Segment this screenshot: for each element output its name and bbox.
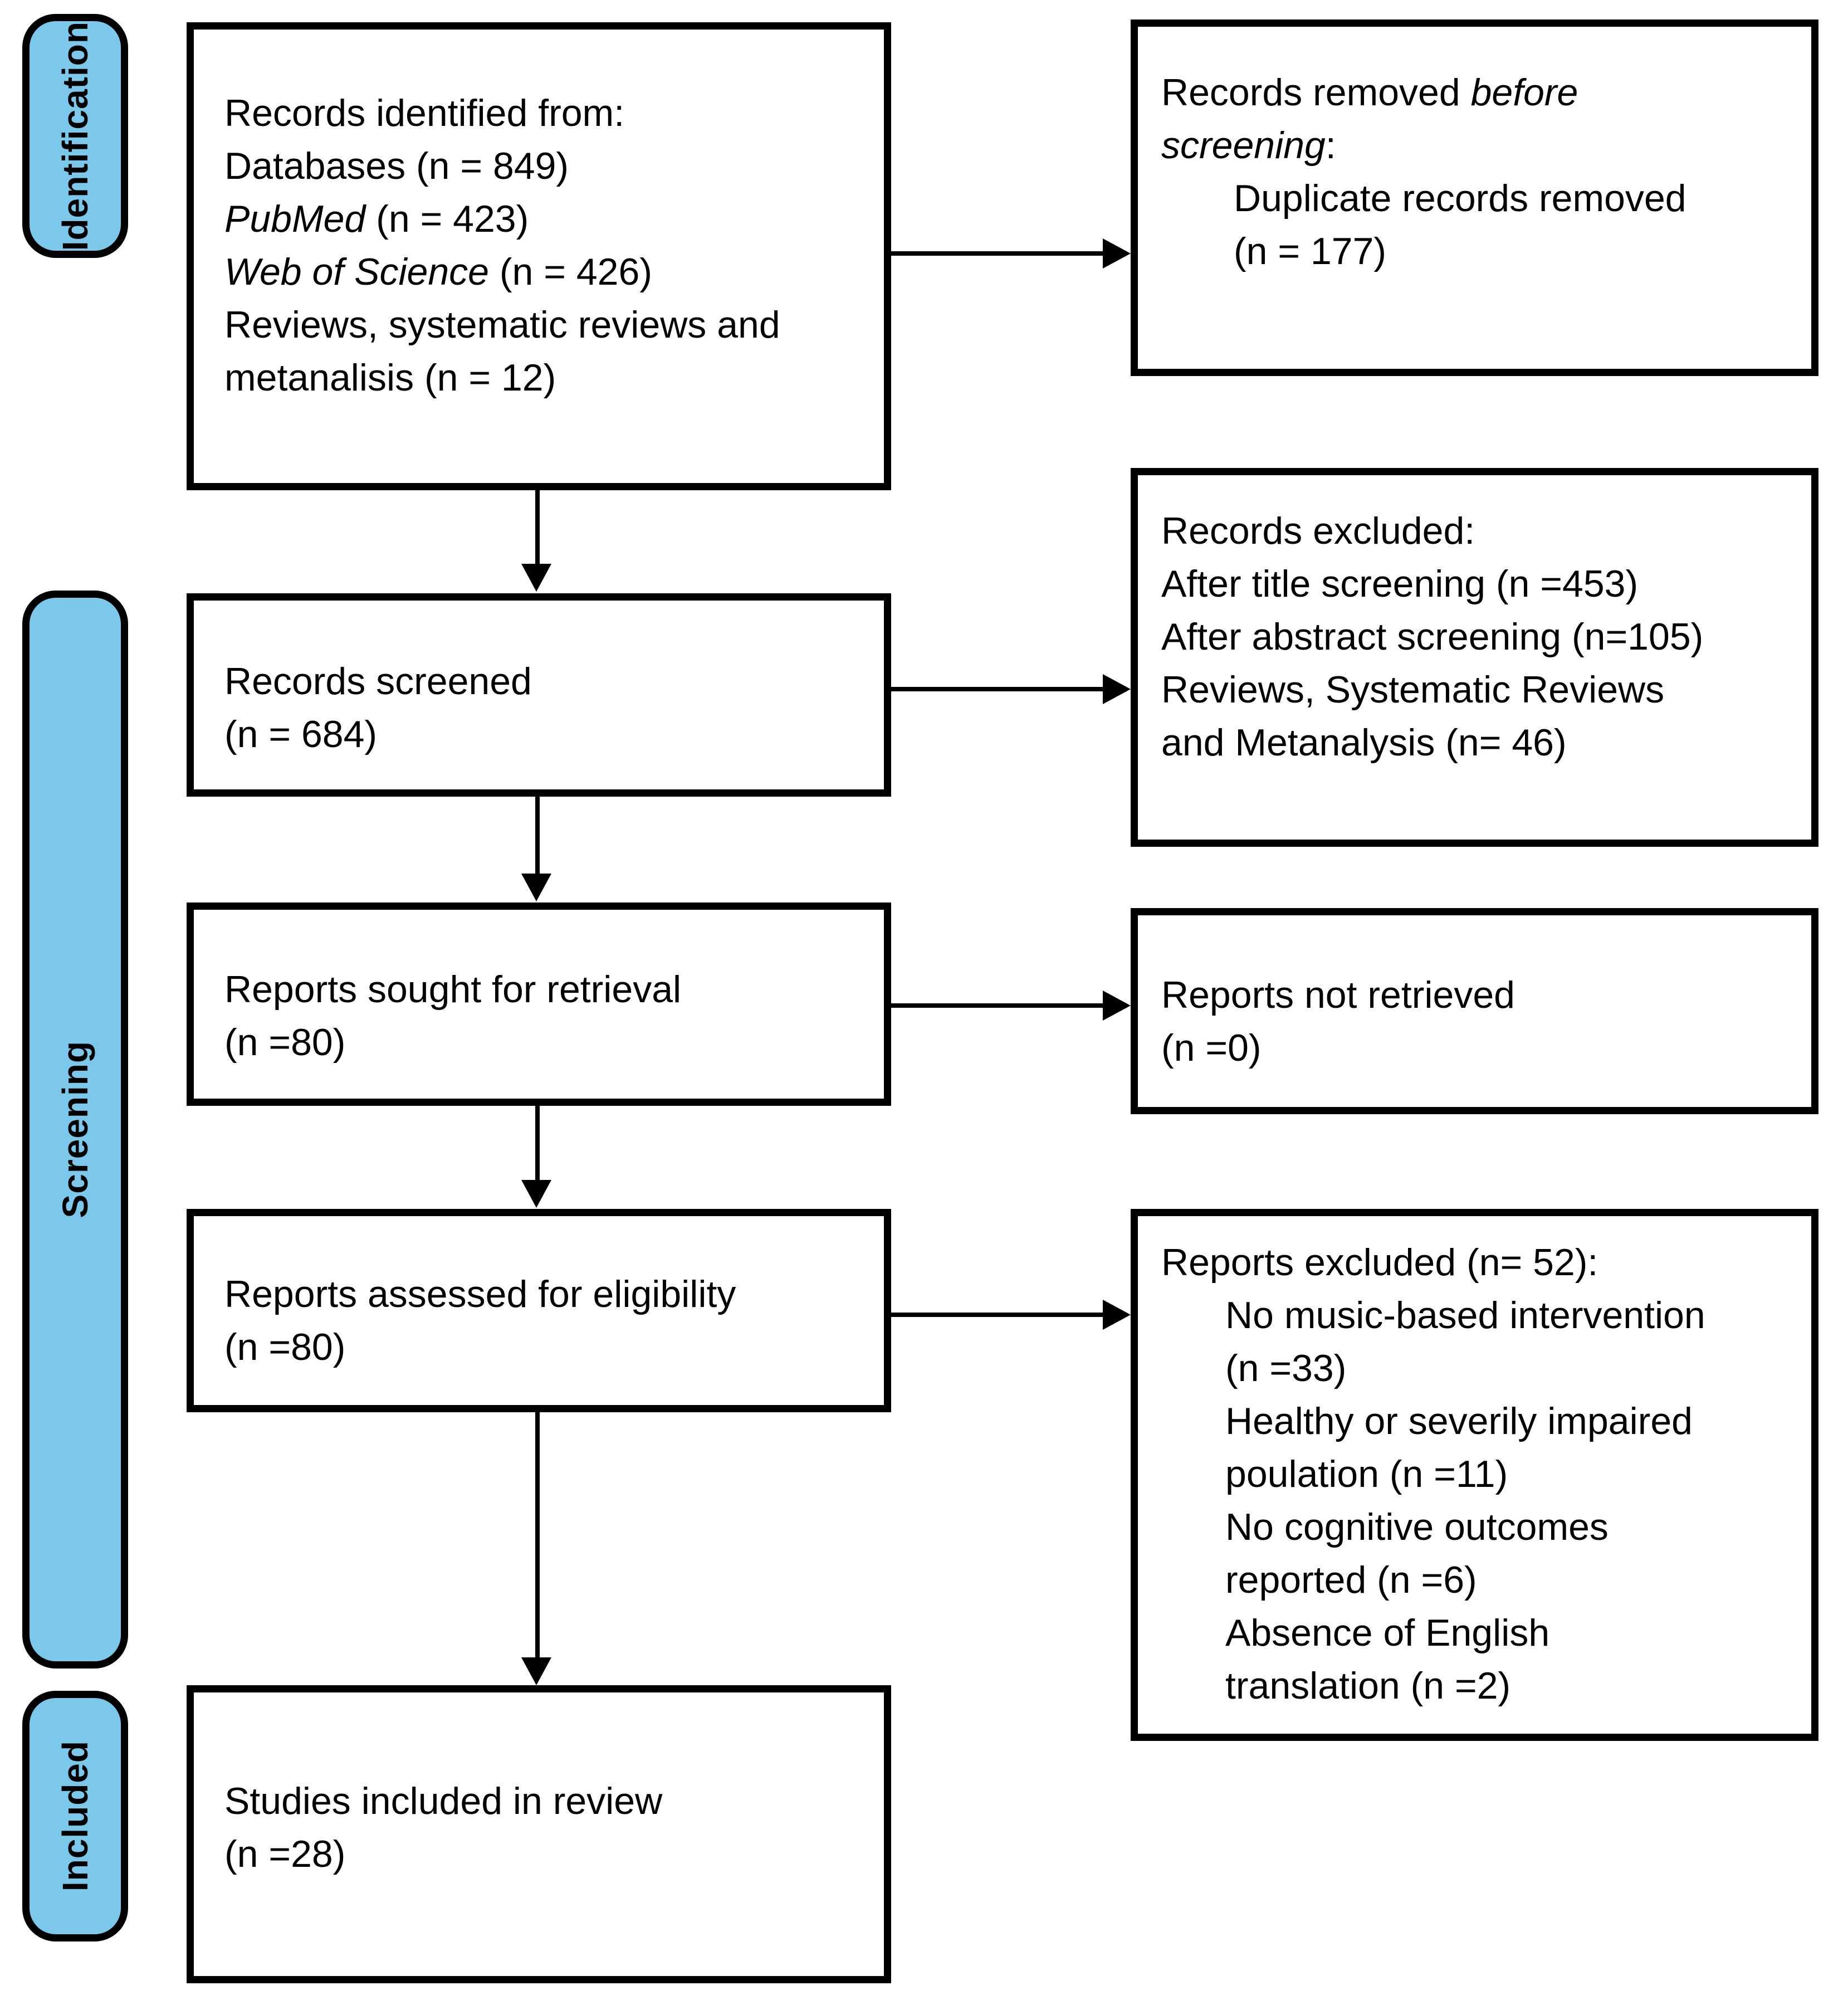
box-reports-excluded: Reports excluded (n= 52): No music-based… xyxy=(1131,1209,1818,1741)
arrow-assessed-to-excluded-head xyxy=(1103,1300,1131,1330)
box-reports-not-retrieved: Reports not retrieved (n =0) xyxy=(1131,908,1818,1114)
reports-not-retrieved-line: Reports not retrieved xyxy=(1161,974,1515,1016)
records-identified-reviews: Reviews, systematic reviews and xyxy=(224,304,780,346)
stage-bar-identification: Identification xyxy=(22,14,128,258)
records-removed-duplicates: Duplicate records removed xyxy=(1234,177,1686,219)
records-excluded-reviews-1: Reviews, Systematic Reviews xyxy=(1161,669,1665,711)
arrow-screened-to-excluded-head xyxy=(1103,674,1131,704)
box-reports-assessed: Reports assessed for eligibility (n =80) xyxy=(187,1209,891,1412)
stage-bar-included: Included xyxy=(22,1691,128,1941)
reports-sought-count: (n =80) xyxy=(224,1021,346,1064)
reports-sought-line: Reports sought for retrieval xyxy=(224,968,682,1011)
arrow-sought-to-not-retrieved-head xyxy=(1103,991,1131,1021)
arrow-identified-to-removed-head xyxy=(1103,238,1131,269)
reports-excluded-healthy-2: poulation (n =11) xyxy=(1225,1453,1508,1495)
records-identified-wos: Web of Science (n = 426) xyxy=(224,251,652,293)
reports-assessed-line: Reports assessed for eligibility xyxy=(224,1273,736,1315)
box-studies-included: Studies included in review (n =28) xyxy=(187,1685,891,1983)
stage-bar-screening: Screening xyxy=(22,591,128,1669)
reports-excluded-healthy-1: Healthy or severily impaired xyxy=(1225,1400,1693,1442)
box-records-excluded: Records excluded: After title screening … xyxy=(1131,468,1818,847)
records-excluded-reviews-2: and Metanalysis (n= 46) xyxy=(1161,721,1567,764)
arrow-sought-to-assessed-head xyxy=(521,1180,551,1208)
arrow-sought-to-assessed-line xyxy=(535,1106,540,1180)
reports-excluded-no-music-1: No music-based intervention xyxy=(1225,1294,1705,1336)
records-excluded-title: Records excluded: xyxy=(1161,510,1475,552)
arrow-assessed-to-included-line xyxy=(535,1412,540,1657)
reports-not-retrieved-count: (n =0) xyxy=(1161,1027,1262,1069)
records-removed-line2: screening: xyxy=(1161,124,1336,167)
records-screened-count: (n = 684) xyxy=(224,713,378,755)
records-excluded-abstract-screening: After abstract screening (n=105) xyxy=(1161,616,1704,658)
box-records-screened: Records screened (n = 684) xyxy=(187,593,891,797)
reports-excluded-cognitive-1: No cognitive outcomes xyxy=(1225,1506,1609,1548)
arrow-assessed-to-excluded-line xyxy=(891,1313,1104,1317)
records-excluded-title-screening: After title screening (n =453) xyxy=(1161,563,1639,605)
reports-excluded-no-music-2: (n =33) xyxy=(1225,1347,1347,1389)
studies-included-line: Studies included in review xyxy=(224,1780,663,1822)
arrow-screened-to-sought-head xyxy=(521,874,551,901)
arrow-identified-to-removed-line xyxy=(891,251,1104,256)
reports-assessed-count: (n =80) xyxy=(224,1326,346,1368)
records-identified-metanalisis: metanalisis (n = 12) xyxy=(224,357,556,399)
studies-included-count: (n =28) xyxy=(224,1833,346,1875)
stage-label-identification: Identification xyxy=(55,21,95,251)
reports-excluded-cognitive-2: reported (n =6) xyxy=(1225,1559,1477,1601)
stage-label-screening: Screening xyxy=(55,1041,95,1218)
arrow-identified-to-screened-head xyxy=(521,564,551,592)
records-identified-line: Records identified from: xyxy=(224,92,625,134)
arrow-screened-to-sought-line xyxy=(535,797,540,874)
arrow-identified-to-screened-line xyxy=(535,490,540,564)
records-screened-line: Records screened xyxy=(224,660,532,703)
records-removed-count: (n = 177) xyxy=(1234,230,1387,272)
reports-excluded-english-1: Absence of English xyxy=(1225,1612,1550,1654)
records-identified-pubmed: PubMed (n = 423) xyxy=(224,198,529,240)
box-reports-sought: Reports sought for retrieval (n =80) xyxy=(187,903,891,1106)
reports-excluded-english-2: translation (n =2) xyxy=(1225,1665,1511,1707)
arrow-sought-to-not-retrieved-line xyxy=(891,1003,1104,1008)
records-identified-databases: Databases (n = 849) xyxy=(224,145,569,187)
stage-label-included: Included xyxy=(55,1740,95,1892)
arrow-screened-to-excluded-line xyxy=(891,687,1104,691)
reports-excluded-title: Reports excluded (n= 52): xyxy=(1161,1241,1598,1284)
arrow-assessed-to-included-head xyxy=(521,1657,551,1685)
box-records-identified: Records identified from: Databases (n = … xyxy=(187,22,891,490)
box-records-removed: Records removed before screening: Duplic… xyxy=(1131,19,1818,376)
records-removed-line1: Records removed before xyxy=(1161,71,1578,114)
